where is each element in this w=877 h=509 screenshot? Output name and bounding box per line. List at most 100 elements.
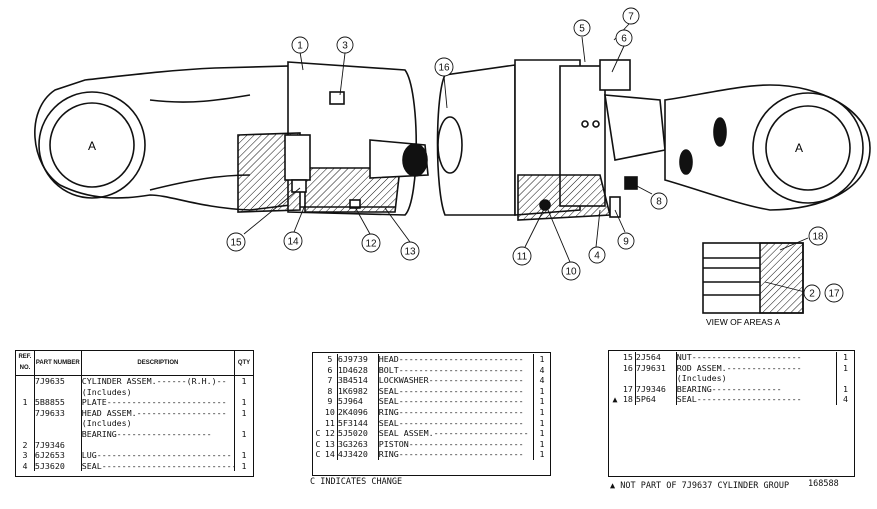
cell-qty: 4 <box>843 394 849 405</box>
callout-6: 6 <box>615 29 633 47</box>
cell-desc: HEAD------------------------- <box>379 354 535 365</box>
cell-qty: 1 <box>241 450 247 461</box>
cell-part <box>35 418 82 429</box>
cell-part: 3G3263 <box>338 438 379 450</box>
area-a-right-label: A <box>795 141 803 155</box>
cell-ref: 2 <box>16 439 35 451</box>
view-caption: VIEW OF AREAS A <box>706 317 780 327</box>
cell-mark <box>609 373 621 384</box>
cell-qty: 1 <box>539 428 545 439</box>
callout-14: 14 <box>283 231 303 251</box>
svg-text:10: 10 <box>565 267 577 278</box>
cell-mark <box>609 384 621 395</box>
cell-mark: C <box>315 449 321 460</box>
cell-qty: 1 <box>539 406 545 417</box>
cell-qty: 1 <box>539 417 545 428</box>
cell-qty: 1 <box>539 354 545 364</box>
cell-desc: (Includes) <box>677 373 838 384</box>
callout-16: 16 <box>434 57 454 77</box>
cell-part: 1K6982 <box>338 385 379 397</box>
not-part-note: ▲ NOT PART OF 7J9637 CYLINDER GROUP <box>610 481 790 491</box>
area-a-left-label: A <box>88 139 96 153</box>
parts-table-1: REF. NO. PART NUMBER DESCRIPTION QTY 7J9… <box>15 350 254 477</box>
cell-qty <box>235 418 253 429</box>
svg-text:5: 5 <box>579 24 585 35</box>
table-row: (Includes) <box>16 386 253 398</box>
cell-qty: 1 <box>843 383 849 394</box>
svg-text:9: 9 <box>623 237 629 248</box>
cell-part: 5F3144 <box>338 417 379 429</box>
cell-mark <box>313 407 323 418</box>
svg-text:18: 18 <box>812 232 824 243</box>
callout-13: 13 <box>400 241 420 261</box>
cell-part: 5B8855 <box>35 397 82 408</box>
cell-ref: 8 <box>323 385 338 397</box>
cell-desc <box>82 439 236 451</box>
cell-part: 7J9346 <box>35 439 82 451</box>
cell-desc: RING------------------------- <box>379 449 535 460</box>
view-of-areas-a <box>702 242 804 314</box>
cell-ref: 3 <box>16 450 35 461</box>
svg-text:12: 12 <box>365 239 377 250</box>
cell-mark <box>313 354 323 365</box>
cell-qty: 1 <box>241 407 247 418</box>
cell-qty: 4 <box>539 375 545 386</box>
cell-mark <box>313 396 323 407</box>
cell-qty <box>837 373 854 384</box>
cell-part: 4J3420 <box>338 449 379 460</box>
cell-ref: 12 <box>323 428 338 439</box>
svg-text:14: 14 <box>287 237 299 248</box>
cell-mark <box>609 363 621 374</box>
figure-number: 168588 <box>808 479 839 489</box>
cell-part: 7J9346 <box>636 383 677 395</box>
cell-part: 5J3620 <box>35 460 82 472</box>
cell-ref: 4 <box>16 460 35 472</box>
header-ref: REF. NO. <box>16 351 35 375</box>
cell-part: 5P64 <box>636 394 677 405</box>
cell-desc: NUT---------------------- <box>677 352 838 363</box>
callout-7: 7 <box>622 7 640 25</box>
cell-ref <box>621 373 636 384</box>
leader-lines <box>243 23 810 294</box>
cell-qty: 1 <box>241 376 247 386</box>
callout-15: 15 <box>226 232 246 252</box>
svg-text:2: 2 <box>809 289 815 300</box>
svg-text:15: 15 <box>230 238 242 249</box>
cell-mark: ▲ <box>612 394 618 405</box>
cell-part: 7J9635 <box>35 376 82 387</box>
cell-ref <box>16 386 35 398</box>
callout-1: 1 <box>291 36 309 54</box>
cell-qty <box>235 387 253 398</box>
change-note: C INDICATES CHANGE <box>310 477 403 487</box>
cell-qty: 1 <box>539 449 545 460</box>
svg-text:13: 13 <box>404 247 416 258</box>
cell-desc: SEAL--------------------------- <box>81 460 236 472</box>
table-row: (Includes) <box>16 418 253 429</box>
cell-part: 7J9633 <box>35 407 82 419</box>
cell-part: 2K4096 <box>338 406 379 418</box>
cell-desc: SEAL------------------------- <box>379 385 535 397</box>
left-barrel <box>237 61 429 216</box>
cell-ref: 17 <box>621 383 636 395</box>
cell-part <box>35 386 82 398</box>
cell-ref: 15 <box>621 352 636 363</box>
cell-qty <box>235 440 253 451</box>
callout-9: 9 <box>617 232 635 250</box>
cell-ref: 10 <box>323 406 338 418</box>
cell-desc: SEAL ASSEM.------------------- <box>379 428 535 439</box>
cell-mark <box>313 386 323 397</box>
left-rod-eye <box>34 65 291 211</box>
cell-qty: 1 <box>241 428 247 439</box>
